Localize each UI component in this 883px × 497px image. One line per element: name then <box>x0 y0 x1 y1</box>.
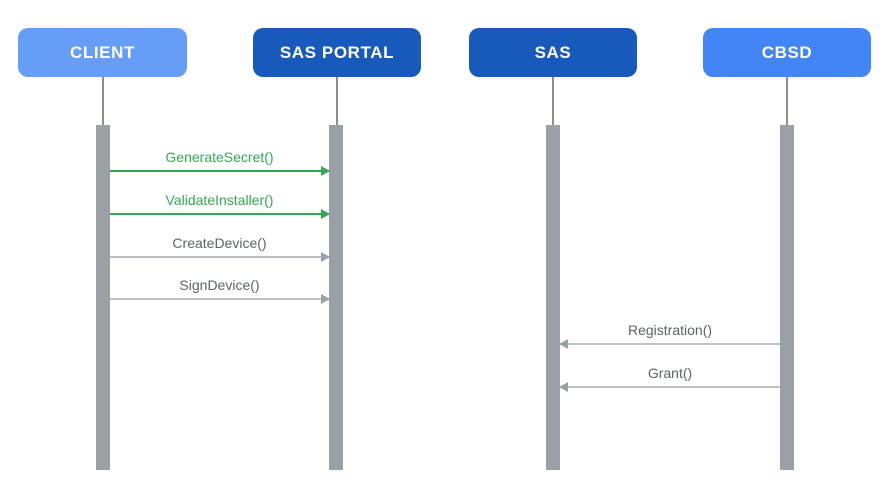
activation-bar-client <box>96 125 110 470</box>
lifeline-client <box>102 77 104 125</box>
message-label: CreateDevice() <box>172 235 267 251</box>
arrow-line <box>110 294 330 304</box>
actor-label-cbsd: CBSD <box>761 42 813 62</box>
lifeline-sas-portal <box>336 77 338 125</box>
message-label: ValidateInstaller() <box>165 192 274 208</box>
arrow-line <box>559 339 780 349</box>
message-label: Registration() <box>627 322 713 338</box>
arrow-line <box>110 166 330 176</box>
arrow-line <box>559 382 780 392</box>
actor-label-sas-portal: SAS PORTAL <box>279 42 395 62</box>
message-validate-installer: ValidateInstaller() <box>110 192 330 219</box>
arrow-line <box>110 209 330 219</box>
arrowhead-right-icon <box>321 252 330 262</box>
lifeline-cbsd <box>786 77 788 125</box>
actor-box-cbsd: CBSD <box>703 28 871 77</box>
arrowhead-left-icon <box>559 382 568 392</box>
arrowhead-right-icon <box>321 294 330 304</box>
message-create-device: CreateDevice() <box>110 235 330 262</box>
arrowhead-right-icon <box>321 209 330 219</box>
actor-label-sas: SAS <box>534 42 572 62</box>
message-label: Grant() <box>647 365 693 381</box>
arrow-line <box>110 252 330 262</box>
message-registration: Registration() <box>559 322 780 349</box>
lifeline-sas <box>552 77 554 125</box>
actor-box-sas: SAS <box>469 28 637 77</box>
message-label: GenerateSecret() <box>165 149 274 165</box>
activation-bar-cbsd <box>780 125 794 470</box>
actor-label-client: CLIENT <box>70 42 135 62</box>
activation-bar-sas <box>546 125 560 470</box>
message-label: SignDevice() <box>179 277 260 293</box>
message-grant: Grant() <box>559 365 780 392</box>
arrowhead-right-icon <box>321 166 330 176</box>
actor-box-sas-portal: SAS PORTAL <box>253 28 421 77</box>
message-sign-device: SignDevice() <box>110 277 330 304</box>
actor-box-client: CLIENT <box>18 28 187 77</box>
message-generate-secret: GenerateSecret() <box>110 149 330 176</box>
arrowhead-left-icon <box>559 339 568 349</box>
activation-bar-sas-portal <box>329 125 343 470</box>
